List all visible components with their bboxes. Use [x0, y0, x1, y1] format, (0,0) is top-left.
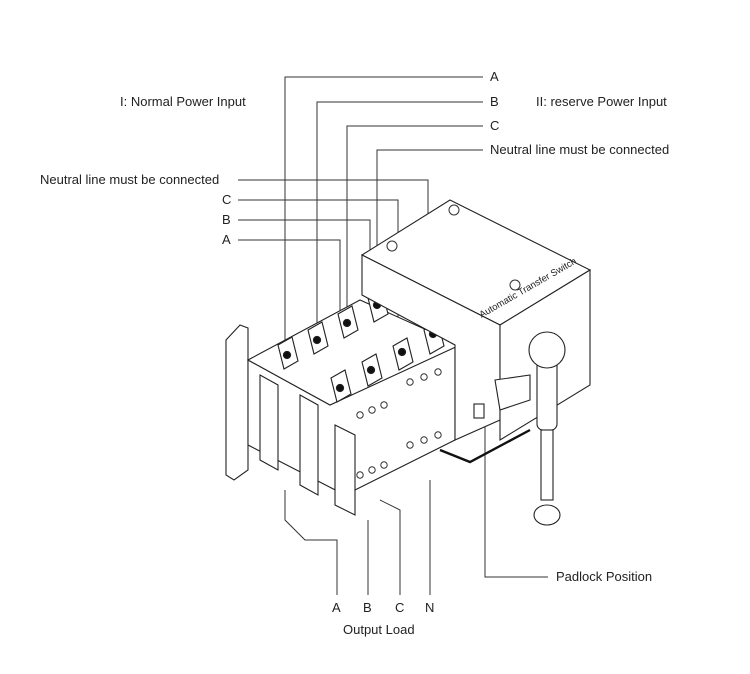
padlock-position-label: Padlock Position [556, 569, 653, 584]
left-phase-c-label: C [222, 192, 232, 207]
front-panel-1 [259, 374, 279, 471]
mounting-bracket [225, 324, 249, 481]
leader-top-a [284, 76, 483, 345]
left-phase-a-label: A [222, 232, 231, 247]
output-phase-b-label: B [363, 600, 372, 615]
neutral-right-label: Neutral line must be connected [490, 142, 670, 157]
front-panel-2 [299, 394, 319, 496]
leader-out-a [284, 490, 338, 595]
leader-padlock [484, 420, 548, 578]
reserve-power-input-label: II: reserve Power Input [536, 94, 667, 109]
controller-screws [386, 204, 521, 291]
leader-top-c [346, 125, 483, 315]
top-phase-c-label: C [490, 118, 500, 133]
output-neutral-label: N [425, 600, 435, 615]
transfer-handle [494, 331, 566, 526]
padlock-slot [473, 403, 485, 419]
neutral-left-label: Neutral line must be connected [40, 172, 220, 187]
normal-power-input-label: I: Normal Power Input [120, 94, 246, 109]
output-phase-a-label: A [332, 600, 341, 615]
output-load-label: Output Load [343, 622, 415, 637]
top-phase-b-label: B [490, 94, 499, 109]
leader-out-c [379, 499, 401, 595]
front-panel-3 [334, 424, 356, 516]
terminal-holes [356, 368, 442, 479]
leader-top-b [316, 101, 483, 330]
top-phase-a-label: A [490, 69, 499, 84]
left-phase-b-label: B [222, 212, 231, 227]
output-phase-c-label: C [395, 600, 405, 615]
controller-base-edge [439, 428, 531, 464]
